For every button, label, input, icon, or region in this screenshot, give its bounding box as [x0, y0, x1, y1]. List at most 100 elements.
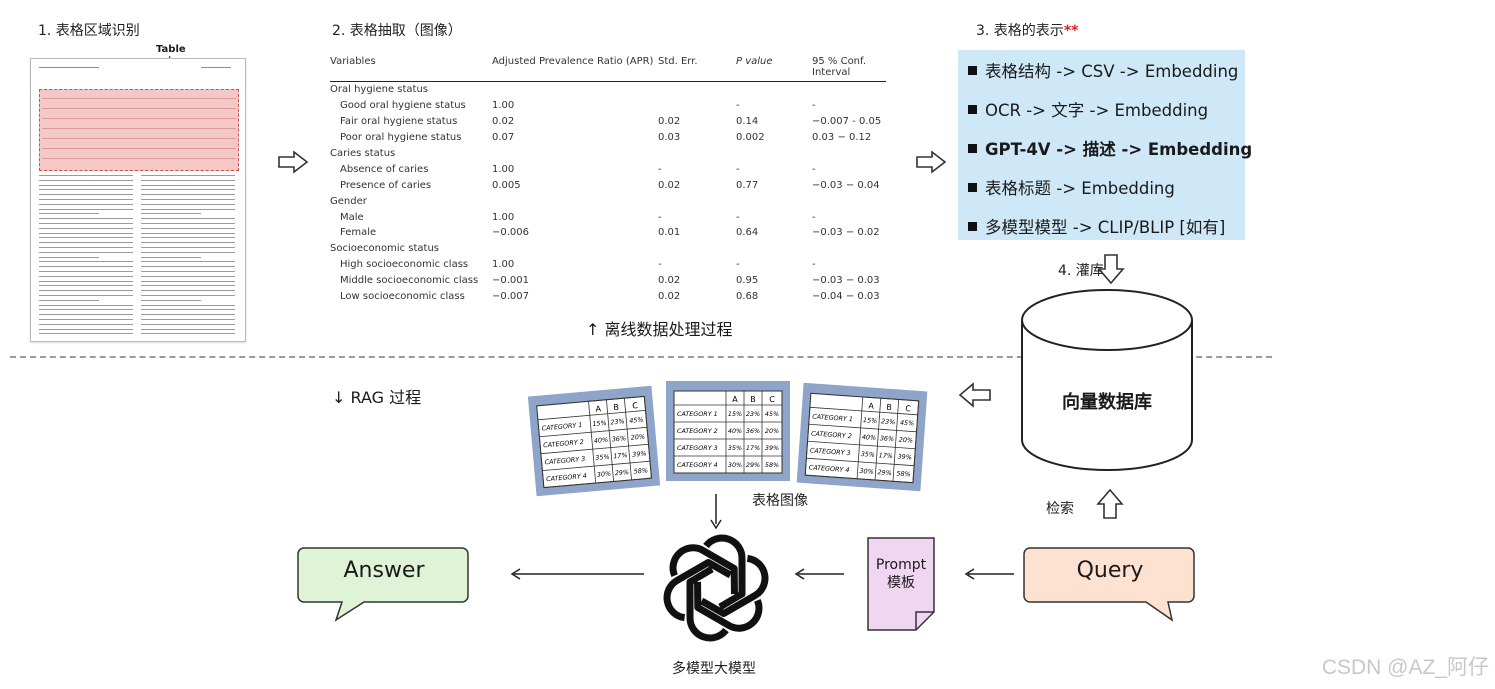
extracted-table-cell: Fair oral hygiene status [340, 116, 458, 128]
table-card-cell: 29% [614, 468, 629, 477]
process-divider [10, 356, 1272, 358]
table-card-cell: 15% [592, 419, 607, 428]
representation-item: 表格结构 -> CSV -> Embedding [968, 58, 1238, 82]
offline-process-label: ↑ 离线数据处理过程 [586, 320, 733, 339]
extracted-table-row: Socioeconomic status [330, 241, 886, 257]
extracted-table-cell: 0.02 [658, 275, 681, 287]
table-card-cell: 40% [728, 427, 742, 435]
representation-box: 表格结构 -> CSV -> Embedding OCR -> 文字 -> Em… [958, 50, 1252, 240]
header-p-value: P value [736, 56, 773, 67]
table-card-header: A [868, 401, 875, 410]
arrow-left-icon [510, 568, 644, 580]
header-std-err: Std. Err. [658, 56, 698, 67]
extracted-table-cell: 0.02 [658, 179, 681, 191]
table-card-cell: 36% [611, 434, 626, 443]
extracted-table-cell: Socioeconomic status [330, 243, 440, 255]
arrow-down-icon [1097, 254, 1125, 285]
table-card-cell: 20% [630, 433, 645, 442]
table-card-header: A [732, 395, 738, 404]
table-card-cell: 40% [862, 433, 877, 442]
extracted-table-cell: Oral hygiene status [330, 84, 428, 96]
table-card-header: C [632, 401, 639, 410]
extracted-table-cell: 0.68 [736, 291, 759, 303]
document-thumbnail [30, 58, 246, 342]
table-card-cell: CATEGORY 4 [677, 461, 718, 469]
table-card-header: C [769, 395, 775, 404]
extracted-table: Variables Adjusted Prevalence Ratio (APR… [330, 56, 886, 304]
extracted-table-cell: - [812, 163, 816, 175]
table-card-cell: 30% [859, 467, 874, 476]
rag-process-label: ↓ RAG 过程 [332, 388, 422, 407]
step3-title-mark: ** [1063, 23, 1079, 39]
extracted-table-cell: 1.00 [492, 163, 515, 175]
arrow-left-icon [964, 568, 1014, 580]
step4-title: 4. 灌库 [1058, 263, 1104, 279]
table-card-cell: 39% [632, 449, 647, 458]
table-card-cell: 58% [633, 466, 648, 475]
extracted-table-cell: −0.03 − 0.04 [812, 179, 880, 191]
extracted-table-cell: −0.006 [492, 227, 530, 239]
extracted-table-cell: 0.95 [736, 275, 759, 287]
llm-logo-icon [660, 534, 772, 644]
representation-item: GPT-4V -> 描述 -> Embedding [968, 136, 1252, 160]
extracted-table-row: Oral hygiene status [330, 82, 886, 98]
extracted-table-cell: - [812, 211, 816, 223]
representation-text: GPT-4V -> 描述 -> Embedding [985, 140, 1253, 159]
extracted-table-cell: - [736, 211, 740, 223]
extracted-table-cell: Middle socioeconomic class [340, 275, 479, 287]
table-card-cell: 17% [746, 444, 760, 452]
extracted-table-row: Gender [330, 193, 886, 209]
header-conf-interval: 95 % Conf. Interval [812, 56, 866, 78]
header-variables: Variables [330, 56, 376, 67]
table-card-cell: CATEGORY 4 [546, 472, 587, 484]
extracted-table-cell: 0.03 − 0.12 [812, 132, 872, 144]
table-card-cell: 45% [765, 410, 779, 418]
extracted-table-cell: −0.03 − 0.02 [812, 227, 880, 239]
table-card-cell: 23% [746, 410, 760, 418]
table-card-cell: CATEGORY 3 [544, 455, 585, 467]
table-card-header: C [905, 404, 912, 413]
vector-database-icon [1021, 289, 1193, 471]
extracted-table-cell: 0.01 [658, 227, 681, 239]
extracted-table-cell: 0.002 [736, 132, 765, 144]
table-card-cell: CATEGORY 1 [812, 412, 853, 423]
prompt-template-text: Prompt 模板 [866, 556, 936, 592]
representation-item: OCR -> 文字 -> Embedding [968, 97, 1208, 121]
extracted-table-cell: 0.03 [658, 132, 681, 144]
extracted-table-cell: −0.007 [492, 291, 530, 303]
extracted-table-cell: 0.005 [492, 179, 521, 191]
table-card-cell: CATEGORY 2 [677, 427, 718, 435]
extracted-table-cell: 1.00 [492, 259, 515, 271]
extracted-table-cell: 0.02 [658, 116, 681, 128]
table-card-cell: 30% [597, 470, 612, 479]
table-card-cell: 23% [610, 417, 625, 426]
table-images-label: 表格图像 [752, 493, 808, 509]
extracted-table-cell: Female [340, 227, 377, 239]
extracted-table-cell: Gender [330, 195, 367, 207]
answer-bubble [297, 547, 469, 622]
extracted-table-cell: 0.02 [492, 116, 515, 128]
table-card-cell: CATEGORY 1 [677, 410, 718, 418]
document-table-region [39, 89, 239, 171]
extracted-table-cell: Low socioeconomic class [340, 291, 465, 303]
step3-title: 3. 表格的表示** [976, 20, 1078, 40]
arrow-up-icon [1096, 488, 1124, 519]
query-bubble [1023, 547, 1195, 622]
table-card-cell: 45% [900, 419, 915, 428]
extracted-table-cell: 1.00 [492, 211, 515, 223]
arrow-right-icon [916, 150, 947, 174]
table-card-cell: 29% [746, 461, 760, 469]
extracted-table-cell: Absence of caries [340, 163, 429, 175]
representation-item: 多模型模型 -> CLIP/BLIP [如有] [968, 214, 1225, 238]
